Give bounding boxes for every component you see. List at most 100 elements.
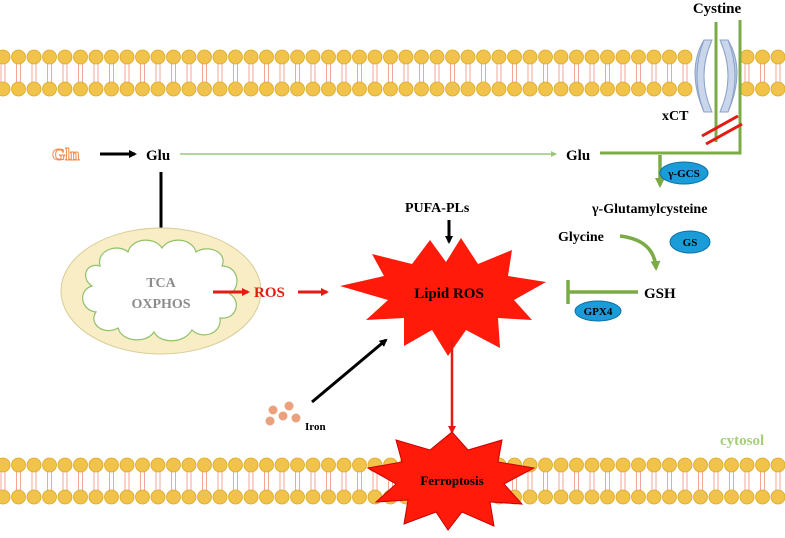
lipid-head	[243, 457, 259, 473]
lipid-head	[538, 81, 553, 97]
lipid-head	[600, 49, 615, 65]
lipid-head	[166, 457, 181, 473]
lipid-head	[290, 489, 305, 505]
lipid-head	[414, 49, 429, 65]
lipid-head	[150, 81, 166, 97]
ros-label: ROS	[254, 285, 285, 301]
lipid-head	[305, 49, 321, 65]
lipid-head	[569, 81, 584, 97]
lipid-head	[646, 49, 662, 65]
xct-inhibition-mark-1	[701, 114, 739, 138]
lipid-head	[538, 49, 553, 65]
lipid-head	[197, 457, 212, 473]
lipid-head	[26, 489, 42, 505]
lipid-head	[615, 81, 631, 97]
cystine-label: Cystine	[693, 1, 742, 17]
lipid-head	[274, 489, 290, 505]
lipid-head	[119, 81, 135, 97]
lipid-head	[259, 81, 274, 97]
lipid-head	[305, 489, 321, 505]
pufa-pls-label: PUFA-PLs	[405, 201, 470, 216]
lipid-head	[181, 49, 197, 65]
lipid-head	[290, 49, 305, 65]
lipid-head	[553, 489, 569, 505]
lipid-head	[150, 457, 166, 473]
lipid-head	[631, 49, 646, 65]
gs-enzyme	[669, 230, 711, 254]
lipid-head	[88, 49, 104, 65]
gpx4-label: GPX4	[584, 306, 613, 318]
lipid-head	[26, 457, 42, 473]
lipid-head	[11, 457, 26, 473]
lipid-head	[739, 457, 755, 473]
lipid-head	[104, 49, 119, 65]
lipid-head	[305, 81, 321, 97]
lipid-head	[522, 81, 538, 97]
lipid-head	[104, 81, 119, 97]
lipid-head	[166, 81, 181, 97]
lipid-head	[197, 81, 212, 97]
lipid-head	[708, 489, 724, 505]
gpx4-enzyme	[574, 300, 622, 322]
lipid-head	[243, 489, 259, 505]
lipid-head	[73, 457, 88, 473]
lipid-head	[212, 81, 228, 97]
gamma-gcs-enzyme	[659, 161, 709, 185]
lipid-head	[259, 489, 274, 505]
glu-right-label: Glu	[566, 148, 590, 164]
lipid-head	[600, 81, 615, 97]
lipid-head	[460, 49, 476, 65]
lipid-head	[212, 457, 228, 473]
lipid-head	[631, 489, 646, 505]
lipid-head	[321, 81, 336, 97]
lipid-head	[398, 81, 414, 97]
lipid-head	[274, 49, 290, 65]
lipid-head	[708, 457, 724, 473]
lipid-head	[631, 457, 646, 473]
lipid-head	[615, 489, 631, 505]
lipid-head	[135, 81, 150, 97]
lipid-head	[460, 81, 476, 97]
lipid-head	[0, 81, 11, 97]
glu-left-label: Glu	[146, 148, 170, 164]
lipid-head	[445, 81, 460, 97]
lipid-head	[491, 49, 507, 65]
lipid-head	[73, 81, 88, 97]
lipid-head	[507, 49, 522, 65]
lipid-head	[600, 489, 615, 505]
lipid-head	[336, 457, 352, 473]
lipid-head	[553, 457, 569, 473]
lipid-head	[42, 49, 57, 65]
lipid-head	[42, 457, 57, 473]
lipid-head	[321, 457, 336, 473]
lipid-head	[197, 489, 212, 505]
lipid-head	[26, 81, 42, 97]
lipid-head	[538, 457, 553, 473]
lipid-head	[429, 49, 445, 65]
lipid-head	[569, 49, 584, 65]
lipid-head	[739, 489, 755, 505]
lipid-head	[0, 49, 11, 65]
lipid-head	[290, 457, 305, 473]
lipid-head	[352, 457, 367, 473]
ferroptosis-label: Ferroptosis	[420, 473, 483, 488]
lipid-head	[693, 457, 708, 473]
lipid-head	[336, 49, 352, 65]
lipid-head	[166, 49, 181, 65]
gs-label: GS	[683, 237, 698, 249]
lipid-head	[135, 457, 150, 473]
lipid-head	[615, 457, 631, 473]
lipid-head	[755, 49, 770, 65]
lipid-head	[584, 49, 600, 65]
lipid-head	[770, 457, 785, 473]
lipid-head	[507, 81, 522, 97]
lipid-head	[228, 49, 243, 65]
lipid-head	[739, 49, 755, 65]
lipid-head	[538, 489, 553, 505]
lipid-head	[352, 49, 367, 65]
gln-label: Gln	[52, 145, 80, 164]
lipid-head	[522, 49, 538, 65]
lipid-head	[553, 81, 569, 97]
lipid-head	[243, 49, 259, 65]
lipid-head	[150, 489, 166, 505]
